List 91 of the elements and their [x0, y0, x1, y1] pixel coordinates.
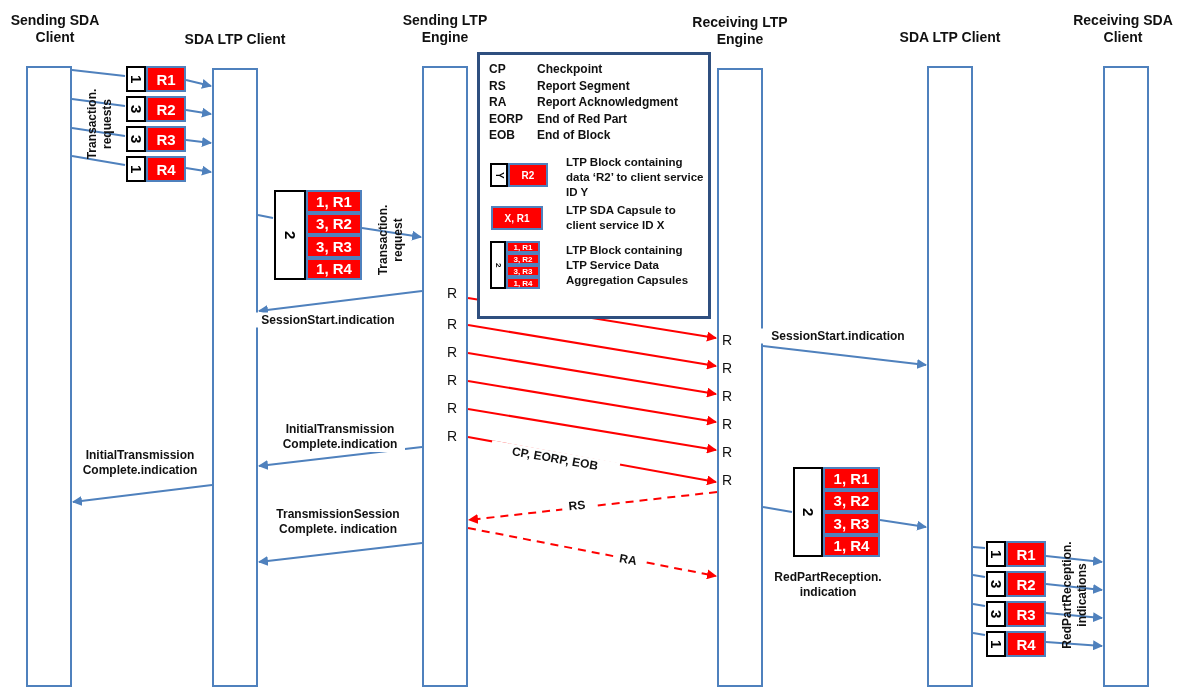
- client-id-tag: 3: [986, 601, 1006, 627]
- data-capsule: R2: [146, 96, 186, 122]
- abbreviation: RS: [489, 78, 506, 93]
- data-capsule: 3, R3: [823, 512, 880, 535]
- client-id-tag: 3: [986, 571, 1006, 597]
- data-capsule: R3: [146, 126, 186, 152]
- segment-marker: R: [447, 372, 458, 388]
- arrow: [185, 79, 212, 89]
- lifeline-heading: Sending SDA Client: [9, 12, 101, 46]
- segment-marker: R: [722, 360, 733, 376]
- arrow: [467, 408, 717, 454]
- client-id-tag: 3: [126, 96, 146, 122]
- abbreviation-meaning: End of Red Part: [537, 111, 627, 126]
- legend-panel: [477, 52, 711, 319]
- data-capsule: 3, R3: [506, 265, 540, 277]
- abbreviation: RA: [489, 95, 507, 109]
- client-id-tag: 2: [793, 467, 823, 557]
- edge-label: Transaction. request: [376, 203, 406, 278]
- data-capsule: 3, R2: [823, 489, 880, 512]
- arrow: [468, 491, 718, 524]
- client-id-tag: 2: [274, 190, 306, 280]
- arrow: [467, 380, 717, 426]
- lifeline-heading: SDA LTP Client: [898, 29, 1002, 46]
- abbreviation-meaning: Report Segment: [537, 78, 630, 93]
- legend-description: LTP Block containing LTP Service Data Aggregation Capsules: [566, 243, 690, 288]
- abbreviation-meaning: Checkpoint: [537, 62, 603, 76]
- message-label: Transaction. requests: [85, 87, 115, 162]
- data-capsule: R3: [1006, 601, 1046, 627]
- arrow: [72, 484, 213, 506]
- arrow: [185, 165, 212, 176]
- arrow: [1045, 555, 1103, 566]
- arrow: [467, 324, 717, 370]
- data-capsule: 1, R4: [506, 277, 540, 289]
- segment-marker: R: [722, 388, 733, 404]
- data-capsule: 3, R2: [506, 253, 540, 265]
- segment-marker: R: [447, 316, 458, 332]
- segment-marker: R: [447, 344, 458, 360]
- arrow: [467, 527, 717, 580]
- block-caption: RedPartReception. indication: [773, 570, 883, 600]
- segment-marker: R: [447, 285, 458, 301]
- data-capsule: R4: [1006, 631, 1046, 657]
- data-capsule: R1: [146, 66, 186, 92]
- legend-description: LTP SDA Capsule to client service ID X: [566, 203, 677, 233]
- lifeline-heading: Receiving SDA Client: [1072, 12, 1174, 46]
- data-capsule: 1, R1: [506, 241, 540, 253]
- arrow: [467, 352, 717, 398]
- lifeline-heading: Sending LTP Engine: [401, 12, 489, 46]
- data-capsule: 3, R3: [306, 235, 362, 258]
- client-id-tag: 1: [126, 156, 146, 182]
- arrow: [1045, 583, 1103, 594]
- data-capsule: X, R1: [491, 206, 543, 230]
- data-capsule: R2: [1006, 571, 1046, 597]
- data-capsule: 1, R4: [823, 534, 880, 557]
- abbreviation: CP: [489, 62, 506, 76]
- legend-description: LTP Block containing data ‘R2’ to client service ID Y: [566, 155, 705, 200]
- data-capsule: 1, R1: [306, 190, 362, 213]
- data-capsule: 1, R1: [823, 467, 880, 490]
- client-id-tag: Y: [490, 163, 508, 187]
- arrow: [1045, 640, 1103, 651]
- segment-marker: R: [722, 416, 733, 432]
- data-capsule: R2: [508, 163, 548, 187]
- lifeline-heading: Receiving LTP Engine: [691, 14, 789, 48]
- arrow: [361, 227, 422, 241]
- segment-marker: R: [447, 400, 458, 416]
- message-label: RedPartReception. indications: [1060, 540, 1090, 651]
- client-id-tag: 1: [126, 66, 146, 92]
- abbreviation: EORP: [489, 111, 523, 126]
- segment-marker: R: [447, 428, 458, 444]
- arrow: [762, 345, 927, 369]
- arrow: [185, 107, 212, 118]
- data-capsule: R1: [1006, 541, 1046, 567]
- arrow: [879, 519, 927, 531]
- client-id-tag: 2: [490, 241, 506, 289]
- edge-label: TransmissionSession Complete. indication: [275, 507, 401, 537]
- abbreviation: EOB: [489, 128, 515, 142]
- data-capsule: 3, R2: [306, 212, 362, 235]
- segment-marker: R: [722, 444, 733, 460]
- segment-marker: R: [722, 472, 733, 488]
- data-capsule: 1, R4: [306, 257, 362, 280]
- arrow: [258, 542, 423, 566]
- segment-marker: R: [722, 332, 733, 348]
- data-capsule: R4: [146, 156, 186, 182]
- arrow: [1045, 612, 1103, 623]
- arrow: [258, 290, 423, 315]
- client-id-tag: 3: [126, 126, 146, 152]
- abbreviation-meaning: End of Block: [537, 128, 611, 142]
- lifeline-heading: SDA LTP Client: [183, 31, 287, 48]
- client-id-tag: 1: [986, 541, 1006, 567]
- abbreviation-meaning: Report Acknowledgment: [537, 95, 678, 109]
- client-id-tag: 1: [986, 631, 1006, 657]
- arrow: [185, 136, 212, 147]
